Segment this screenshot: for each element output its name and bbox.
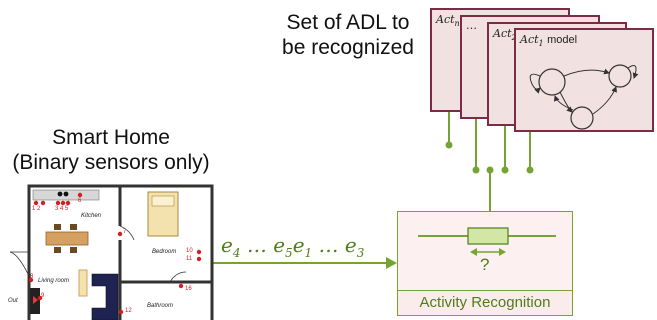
home-title-line2: (Binary sensors only) — [12, 151, 210, 174]
adl-title-line2: be recognized — [282, 36, 414, 59]
recognition-question-mark: ? — [480, 255, 490, 274]
model-card-1-sub: 1 — [538, 39, 544, 49]
floorplan-walls — [9, 184, 214, 320]
room-label-living-room: Living room — [38, 278, 70, 284]
seq-e3: 3 — [356, 246, 365, 260]
activity-recognition-box: ? Activity Recognition — [397, 211, 573, 316]
state-edge — [559, 91, 573, 113]
smart-home-title: Smart Home (Binary sensors only) — [0, 125, 222, 175]
sensor-label-9: 9 — [41, 293, 45, 299]
seq-e4: 4 — [232, 246, 241, 260]
state-node-right — [608, 64, 632, 88]
sensor-label-6: 6 — [78, 198, 82, 204]
room-label-out: Out — [8, 298, 18, 304]
seq-e5: 5 — [285, 246, 293, 260]
sensor-label-8: 8 — [30, 274, 34, 280]
state-edge — [553, 95, 574, 111]
model-card-ellipsis-label: … — [466, 19, 477, 32]
model-card-1: Act1 model — [514, 28, 654, 132]
sensor-label-10: 10 — [186, 248, 193, 254]
state-self-loop — [627, 65, 639, 79]
home-title-line1: Smart Home — [52, 126, 170, 149]
seq-dots-1: … — [246, 233, 267, 257]
floorplan: 1 2 3 4 5 6 7 10 11 8 9 16 12 Kitchen Be… — [0, 182, 215, 320]
model-card-n-sub: n — [454, 19, 460, 29]
adl-set-title: Set of ADL to be recognized — [268, 10, 428, 60]
state-self-loop — [529, 73, 541, 94]
sensor-label-11: 11 — [186, 256, 193, 262]
state-node-left — [538, 68, 566, 96]
sensor-label-3-4-5: 3 4 5 — [55, 206, 69, 212]
room-label-bathroom: Bathroom — [147, 303, 174, 309]
model-card-1-label: Act1 model — [520, 33, 578, 49]
seq-e1: 1 — [304, 246, 313, 260]
state-node-bottom — [570, 106, 594, 130]
sensor-label-12: 12 — [125, 308, 132, 314]
room-label-kitchen: Kitchen — [81, 213, 102, 219]
sensor-label-16: 16 — [185, 286, 192, 292]
event-sequence: e4 … e5e1 … e3 — [221, 233, 365, 260]
adl-title-line1: Set of ADL to — [286, 11, 410, 34]
model-card-1-model: model — [547, 34, 578, 46]
activity-recognition-label: Activity Recognition — [398, 290, 572, 315]
sensor-label-1-2: 1 2 — [32, 206, 41, 212]
sensor-label-7: 7 — [123, 229, 127, 235]
model-card-n-label: Actn — [436, 13, 460, 29]
state-edge — [592, 86, 617, 115]
state-machine-graph — [529, 64, 639, 130]
seq-dots-2: … — [318, 233, 339, 257]
state-edge — [563, 68, 610, 77]
room-label-bedroom: Bedroom — [152, 249, 177, 255]
recognizer-symbol — [418, 227, 556, 256]
